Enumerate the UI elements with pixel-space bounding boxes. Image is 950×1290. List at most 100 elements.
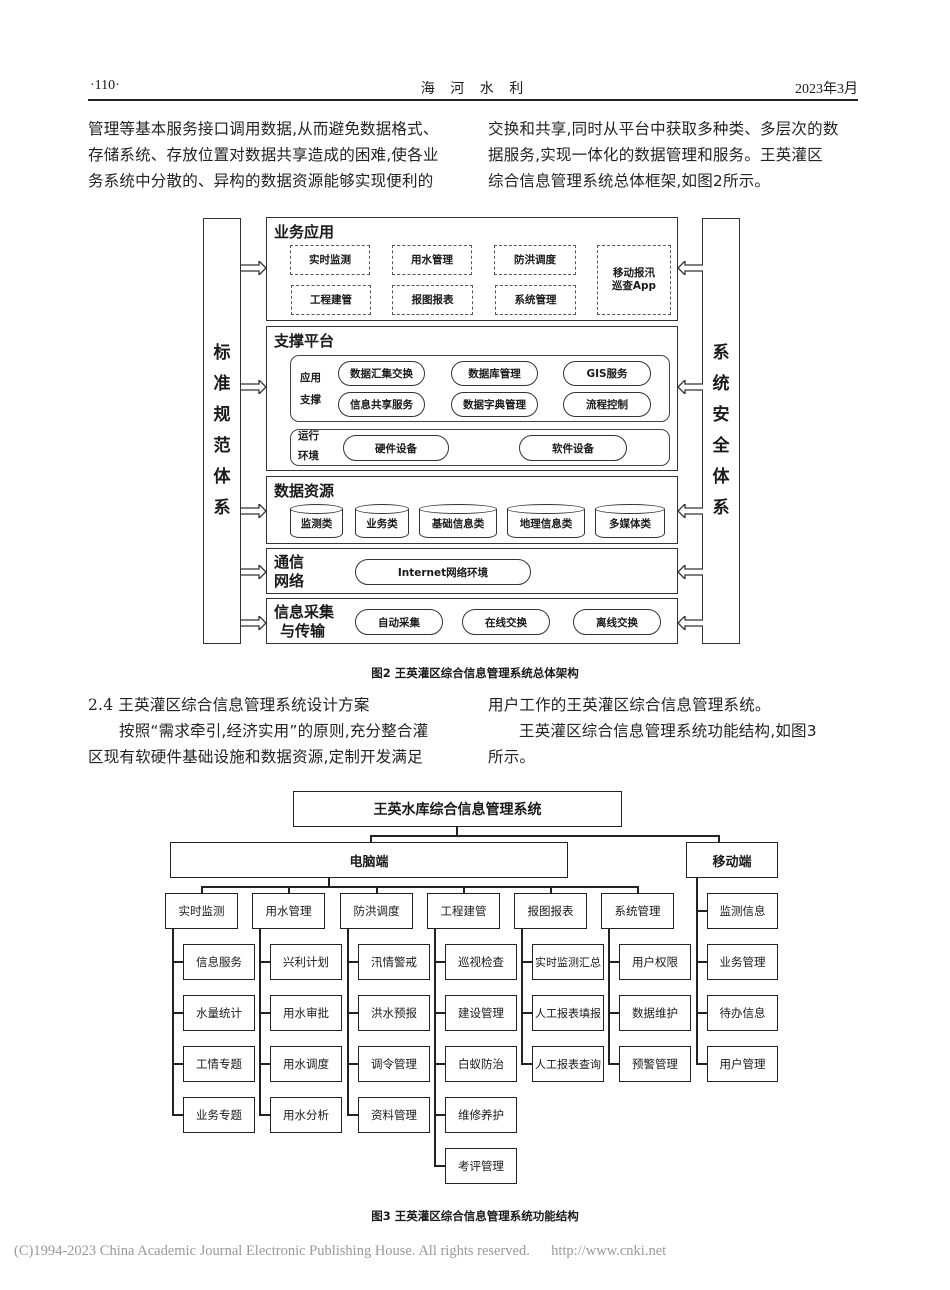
connector-line	[172, 1114, 183, 1116]
connector-line	[718, 835, 720, 843]
module-node: 系统管理	[601, 893, 674, 929]
layer-business-applications: 业务应用 实时监测 用水管理 防洪调度 工程建管 报图报表 系统管理 移动报汛 …	[266, 217, 678, 321]
module-node: 实时监测	[165, 893, 238, 929]
collection-pill: 在线交换	[462, 609, 550, 635]
side-char: 全	[712, 436, 730, 456]
service-pill: 数据字典管理	[451, 392, 538, 417]
database-cylinder: 业务类	[355, 504, 409, 538]
service-pill: GIS服务	[563, 361, 651, 386]
database-cylinder: 基础信息类	[419, 504, 497, 538]
connector-line	[696, 878, 698, 1064]
security-system-column: 系 统 安 全 体 系	[702, 218, 740, 644]
connector-line	[463, 886, 465, 894]
layer-title: 支撑平台	[274, 332, 335, 350]
connector-line	[201, 886, 638, 888]
text-line: 区现有软硬件基础设施和数据资源,定制开发满足	[88, 748, 423, 766]
copyright-text: (C)1994-2023 China Academic Journal Elec…	[14, 1243, 530, 1259]
database-cylinder: 监测类	[290, 504, 343, 538]
connector-line	[347, 1012, 358, 1014]
connector-line	[696, 910, 707, 912]
leaf-node: 水量统计	[183, 995, 255, 1031]
connector-line	[608, 929, 610, 1064]
layer-collection-transmission: 信息采集 与传输 自动采集 在线交换 离线交换	[266, 598, 678, 644]
layer-title: 通信 网络	[274, 553, 305, 590]
connector-line	[608, 1012, 619, 1014]
cnki-link[interactable]: http://www.cnki.net	[551, 1243, 667, 1259]
connector-line	[288, 886, 290, 894]
collection-pill: 自动采集	[355, 609, 443, 635]
runtime-env-group: 运行 环境 硬件设备 软件设备	[290, 429, 670, 466]
leaf-node: 兴利计划	[270, 944, 342, 980]
business-item: 用水管理	[392, 245, 472, 275]
header-rule	[88, 99, 858, 101]
env-pill: 软件设备	[519, 435, 627, 461]
connector-line	[201, 886, 203, 894]
arrow-right-icon	[241, 504, 267, 518]
side-char: 统	[712, 374, 730, 394]
leaf-node: 用户权限	[619, 944, 691, 980]
side-char: 系	[712, 343, 730, 363]
leaf-node: 实时监测汇总	[532, 944, 604, 980]
side-char: 规	[213, 405, 231, 425]
text-line: 综合信息管理系统总体框架,如图2所示。	[488, 172, 771, 190]
journal-name: 海 河 水 利	[420, 82, 530, 97]
database-cylinder: 多媒体类	[595, 504, 665, 538]
leaf-node: 汛情警戒	[358, 944, 430, 980]
side-char: 安	[712, 405, 730, 425]
module-node: 用水管理	[252, 893, 325, 929]
leaf-node: 白蚁防治	[445, 1046, 517, 1082]
mobile-app-line: 移动报汛	[613, 267, 655, 279]
layer-support-platform: 支撑平台 应用 支撑 数据汇集交换 数据库管理 GIS服务 信息共享服务 数据字…	[266, 326, 678, 471]
side-char: 体	[712, 467, 730, 487]
service-pill: 信息共享服务	[338, 392, 425, 417]
figure-2-caption: 图2 王英灌区综合信息管理系统总体架构	[371, 666, 579, 680]
side-char: 标	[213, 343, 231, 363]
text-line: 交换和共享,同时从平台中获取多种类、多层次的数	[488, 120, 839, 138]
pc-node: 电脑端	[170, 842, 568, 878]
connector-line	[172, 961, 183, 963]
layer-title: 数据资源	[274, 482, 335, 500]
connector-line	[456, 827, 458, 836]
connector-line	[328, 878, 330, 887]
leaf-node: 数据维护	[619, 995, 691, 1031]
text-line: 所示。	[488, 748, 536, 766]
leaf-node: 用水调度	[270, 1046, 342, 1082]
connector-line	[347, 929, 349, 1115]
connector-line	[696, 1063, 707, 1065]
mobile-leaf-node: 用户管理	[707, 1046, 778, 1082]
leaf-node: 人工报表查询	[532, 1046, 604, 1082]
group-label: 运行 环境	[298, 430, 319, 462]
connector-line	[347, 1063, 358, 1065]
connector-line	[434, 1063, 445, 1065]
connector-line	[608, 961, 619, 963]
leaf-node: 维修养护	[445, 1097, 517, 1133]
connector-line	[434, 929, 436, 1166]
connector-line	[172, 929, 174, 1115]
connector-line	[696, 1012, 707, 1014]
copyright-footer: (C)1994-2023 China Academic Journal Elec…	[14, 1243, 666, 1260]
figure-3-caption: 图3 王英灌区综合信息管理系统功能结构	[371, 1209, 579, 1223]
arrow-left-icon	[677, 565, 703, 579]
leaf-node: 用水分析	[270, 1097, 342, 1133]
module-node: 防洪调度	[340, 893, 413, 929]
layer-title: 业务应用	[274, 223, 335, 241]
arrow-left-icon	[677, 261, 703, 275]
text-line: 据服务,实现一体化的数据管理和服务。王英灌区	[488, 146, 823, 164]
network-pill: Internet网络环境	[355, 559, 531, 585]
text-line: 管理等基本服务接口调用数据,从而避免数据格式、	[88, 120, 439, 138]
layer-network: 通信 网络 Internet网络环境	[266, 548, 678, 594]
side-char: 系	[213, 498, 231, 518]
side-char: 准	[213, 374, 231, 394]
mobile-leaf-node: 监测信息	[707, 893, 778, 929]
layer-title: 信息采集 与传输	[274, 603, 335, 640]
connector-line	[376, 886, 378, 894]
connector-line	[172, 1012, 183, 1014]
leaf-node: 预警管理	[619, 1046, 691, 1082]
text-line: 按照“需求牵引,经济实用”的原则,充分整合灌	[119, 722, 429, 740]
mid-text-right: 用户工作的王英灌区综合信息管理系统。 王英灌区综合信息管理系统功能结构,如图3 …	[488, 692, 817, 770]
leaf-node: 调令管理	[358, 1046, 430, 1082]
connector-line	[259, 929, 261, 1115]
app-support-group: 应用 支撑 数据汇集交换 数据库管理 GIS服务 信息共享服务 数据字典管理 流…	[290, 355, 670, 422]
connector-line	[172, 1063, 183, 1065]
connector-line	[696, 961, 707, 963]
